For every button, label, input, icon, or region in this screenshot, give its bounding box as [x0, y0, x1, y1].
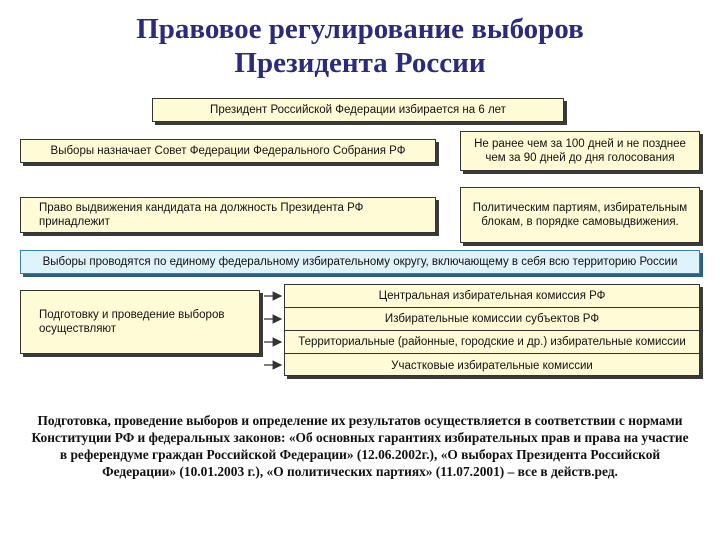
commission-precinct: Участковые избирательные комиссии	[391, 359, 593, 372]
title-line-2: Президента России	[234, 47, 486, 79]
commissions-list: Центральная избирательная комиссия РФ Из…	[284, 284, 700, 376]
called-by-box: Выборы назначает Совет Федерации Федерал…	[20, 139, 436, 163]
nominators-box: Политическим партиям, избирательным блок…	[460, 187, 700, 243]
timing-box: Не ранее чем за 100 дней и не позднее че…	[460, 131, 700, 171]
term-box: Президент Российской Федерации избираетс…	[152, 98, 564, 122]
legal-basis-note: Подготовка, проведение выборов и определ…	[31, 413, 689, 479]
commission-territorial: Территориальные (районные, городские и д…	[285, 331, 699, 354]
nomination-box: Право выдвижения кандидата на должность …	[20, 197, 436, 233]
conduct-box: Подготовку и проведение выборов осуществ…	[20, 290, 260, 354]
commission-regional: Избирательные комиссии субъектов РФ	[285, 308, 699, 331]
commission-central: Центральная избирательная комиссия РФ	[285, 285, 699, 308]
district-box: Выборы проводятся по единому федеральном…	[20, 250, 700, 274]
title-line-1: Правовое регулирование выборов	[136, 13, 584, 45]
page-title: Правовое регулирование выборов Президент…	[0, 12, 720, 80]
